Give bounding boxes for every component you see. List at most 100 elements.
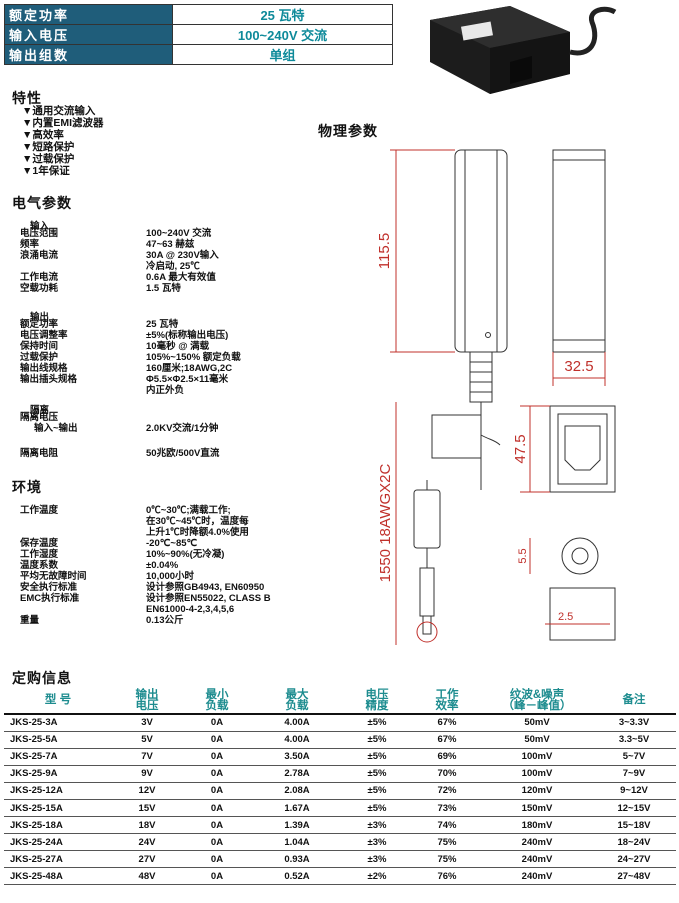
table-row: 输出组数 单组 xyxy=(4,44,393,65)
table-cell: 3.3~5V xyxy=(592,731,676,749)
spec-value: 设计参照EN55022, CLASS B xyxy=(146,593,271,604)
table-cell: 15~18V xyxy=(592,816,676,835)
table-cell: 3~3.3V xyxy=(592,714,676,732)
spec-summary-table: 额定功率 25 瓦特 输入电压 100~240V 交流 输出组数 单组 xyxy=(4,4,393,65)
spec-label: 输入电压 xyxy=(4,24,173,45)
col-header: 最大 负载 xyxy=(252,688,342,715)
spec-key: 工作电流 xyxy=(20,272,59,283)
table-cell: 67% xyxy=(412,731,482,749)
table-cell: 18V xyxy=(112,816,182,835)
table-cell: 0A xyxy=(182,867,252,886)
table-cell: 5~7V xyxy=(592,748,676,766)
spec-value: 10%~90%(无冷凝) xyxy=(146,549,225,560)
table-cell: ±5% xyxy=(342,714,412,732)
table-cell: 2.78A xyxy=(252,765,342,783)
cable-spec-label: 1550 18AWGX2C xyxy=(377,464,394,583)
table-cell: JKS-25-7A xyxy=(4,748,112,766)
table-cell: JKS-25-12A xyxy=(4,782,112,800)
table-cell: 50mV xyxy=(482,714,592,732)
spec-key: 额定功率 xyxy=(20,319,59,330)
table-cell: 18~24V xyxy=(592,833,676,852)
table-cell: 150mV xyxy=(482,799,592,818)
spec-key: 浪涌电流 xyxy=(20,250,59,261)
spec-key: 输入~输出 xyxy=(34,423,78,434)
spec-value: 0.13公斤 xyxy=(146,615,184,626)
table-cell: JKS-25-3A xyxy=(4,714,112,732)
table-cell: 69% xyxy=(412,748,482,766)
spec-value: 冷启动, 25℃ xyxy=(146,261,200,272)
table-cell: 0A xyxy=(182,714,252,732)
order-table: 型 号 输出 电压 最小 负载 最大 负载 电压 精度 工作 效率 纹波&噪声 … xyxy=(4,688,676,886)
table-cell: 0A xyxy=(182,833,252,852)
table-cell: 0A xyxy=(182,799,252,818)
table-cell: 1.04A xyxy=(252,833,342,852)
table-cell: ±3% xyxy=(342,850,412,869)
table-cell: 0.93A xyxy=(252,850,342,869)
table-cell: 7V xyxy=(112,748,182,766)
table-cell: 48V xyxy=(112,867,182,886)
table-cell: 5V xyxy=(112,731,182,749)
spec-label: 额定功率 xyxy=(4,4,173,25)
spec-value: ±0.04% xyxy=(146,560,179,571)
table-cell: 240mV xyxy=(482,850,592,869)
table-cell: 9~12V xyxy=(592,782,676,800)
spec-value: EN61000-4-2,3,4,5,6 xyxy=(146,604,235,615)
spec-value: 30A @ 230V输入 xyxy=(146,250,219,261)
spec-key: 隔离电压 xyxy=(20,412,59,423)
col-header: 纹波&噪声 （峰－峰值） xyxy=(482,688,592,715)
spec-key: 重量 xyxy=(20,615,40,626)
spec-value: 2.0KV交流/1分钟 xyxy=(146,423,219,434)
spec-key: 过载保护 xyxy=(20,352,59,363)
table-cell: ±3% xyxy=(342,833,412,852)
table-cell: 75% xyxy=(412,850,482,869)
spec-value: 25 瓦特 xyxy=(146,319,179,330)
spec-value: 105%~150% 额定负载 xyxy=(146,352,241,363)
spec-value: 在30℃~45℃时，温度每 xyxy=(146,516,249,527)
spec-value: 0℃~30℃;满载工作; xyxy=(146,505,231,516)
table-row: 额定功率 25 瓦特 xyxy=(4,4,393,25)
input-heading: 输入 xyxy=(30,221,50,232)
table-cell: ±5% xyxy=(342,731,412,749)
spec-value: 100~240V 交流 xyxy=(172,24,393,45)
spec-key: 输出插头规格 xyxy=(20,374,78,385)
table-cell: 7~9V xyxy=(592,765,676,783)
table-cell: 12V xyxy=(112,782,182,800)
table-cell: 27V xyxy=(112,850,182,869)
order-title: 定购信息 xyxy=(12,670,72,686)
electrical-title: 电气参数 xyxy=(12,195,72,211)
spec-value: 160厘米;18AWG,2C xyxy=(146,363,233,374)
table-cell: 12~15V xyxy=(592,799,676,818)
spec-value: 0.6A 最大有效值 xyxy=(146,272,216,283)
spec-key: 频率 xyxy=(20,239,40,250)
table-cell: 0A xyxy=(182,765,252,783)
table-cell: 9V xyxy=(112,765,182,783)
table-cell: 27~48V xyxy=(592,867,676,886)
spec-value: 47~63 赫兹 xyxy=(146,239,195,250)
spec-value: 上升1℃时降额4.0%使用 xyxy=(146,527,249,538)
spec-value: 设计参照GB4943, EN60950 xyxy=(146,582,265,593)
table-cell: 120mV xyxy=(482,782,592,800)
table-cell: JKS-25-24A xyxy=(4,833,112,852)
table-cell: 0A xyxy=(182,816,252,835)
table-cell: 72% xyxy=(412,782,482,800)
table-cell: 0A xyxy=(182,850,252,869)
table-cell: 0A xyxy=(182,731,252,749)
spec-key: 平均无故障时间 xyxy=(20,571,87,582)
spec-key: 保持时间 xyxy=(20,341,59,352)
spec-key: 温度系数 xyxy=(20,560,59,571)
table-cell: 100mV xyxy=(482,748,592,766)
feature-item: ▼内置EMI滤波器 xyxy=(22,117,104,129)
table-cell: 24V xyxy=(112,833,182,852)
spec-value: 内正外负 xyxy=(146,385,185,396)
table-cell: 4.00A xyxy=(252,731,342,749)
spec-value: 1.5 瓦特 xyxy=(146,283,181,294)
table-cell: 1.67A xyxy=(252,799,342,818)
spec-value: -20℃~85℃ xyxy=(146,538,198,549)
output-heading: 输出 xyxy=(30,312,50,323)
